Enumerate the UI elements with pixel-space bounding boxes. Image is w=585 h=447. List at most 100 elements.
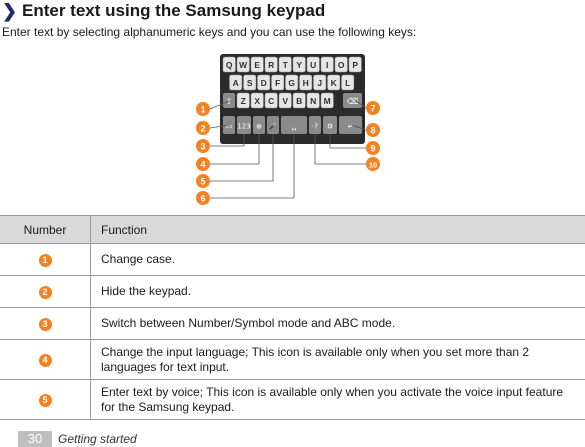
key-label: L <box>345 78 350 88</box>
callout-badge <box>196 139 210 153</box>
symbol-key-label: ·? <box>312 123 318 131</box>
callout-number: 3 <box>200 141 205 151</box>
table-row: 1 Change case. <box>0 243 585 276</box>
function-text: Change the input language; This icon is … <box>90 339 585 380</box>
number-badge: 1 <box>38 254 52 267</box>
function-text: Enter text by voice; This icon is availa… <box>90 379 585 420</box>
backspace-icon: ⌫ <box>347 97 358 106</box>
callout-badge <box>366 101 380 115</box>
callout-badge <box>196 174 210 188</box>
function-text: Change case. <box>90 243 585 276</box>
key <box>236 92 250 109</box>
callout-number: 1 <box>200 104 205 114</box>
key <box>250 56 264 73</box>
key-label: G <box>288 78 295 88</box>
key-label: J <box>317 78 322 88</box>
callout-leader <box>209 100 230 110</box>
callout-badge <box>196 102 210 116</box>
key <box>341 74 355 91</box>
key <box>334 56 348 73</box>
callout-badge <box>366 141 380 155</box>
function-text: Switch between Number/Symbol mode and AB… <box>90 307 585 340</box>
callout-badge <box>196 157 210 171</box>
key <box>278 56 292 73</box>
callout-badge <box>366 123 380 137</box>
key-label: Y <box>296 60 302 70</box>
enter-key <box>339 116 362 134</box>
key <box>271 74 285 91</box>
key-label: B <box>296 96 302 106</box>
key <box>250 92 264 109</box>
voice-key-label: 🎤 <box>269 122 278 131</box>
key <box>285 74 299 91</box>
key <box>264 92 278 109</box>
key <box>278 92 292 109</box>
page-title: Enter text using the Samsung keypad <box>22 1 326 20</box>
page-footer: 30 Getting started <box>0 431 137 447</box>
key-label: Q <box>226 60 233 70</box>
column-header-number: Number <box>0 215 91 244</box>
table-row: 2 Hide the keypad. <box>0 275 585 308</box>
space-key <box>281 116 307 134</box>
table-row: 3 Switch between Number/Symbol mode and … <box>0 307 585 340</box>
section-name: Getting started <box>58 432 137 446</box>
key <box>299 74 313 91</box>
key <box>229 74 243 91</box>
mode-key <box>237 116 251 134</box>
voice-key <box>267 116 279 134</box>
mode-key-label: 123 <box>237 123 250 131</box>
key <box>327 74 341 91</box>
callout-number: 2 <box>200 123 205 133</box>
function-table: Number Function 1 Change case. 2 Hide th… <box>0 215 585 420</box>
key <box>320 56 334 73</box>
number-badge: 2 <box>38 286 52 299</box>
function-text: Hide the keypad. <box>90 275 585 308</box>
key <box>306 92 320 109</box>
hide-keypad-key-label: ▭ <box>226 123 233 131</box>
space-key-label: ␣ <box>292 123 296 131</box>
key-label: O <box>338 60 345 70</box>
callout-number: 10 <box>369 160 377 169</box>
key <box>243 74 257 91</box>
backspace-key <box>343 93 362 108</box>
key-label: M <box>324 96 331 106</box>
intro-text: Enter text by selecting alphanumeric key… <box>2 25 417 39</box>
enter-key-label: ↵ <box>348 123 354 131</box>
table-row: 4 Change the input language; This icon i… <box>0 339 585 380</box>
key-label: H <box>303 78 309 88</box>
column-header-function: Function <box>90 215 585 244</box>
key-label: I <box>326 60 328 70</box>
key-label: W <box>239 60 248 70</box>
key <box>236 56 250 73</box>
key-label: X <box>254 96 260 106</box>
callout-number: 9 <box>370 143 375 153</box>
settings-key <box>323 116 337 134</box>
key-label: C <box>268 96 274 106</box>
key <box>306 56 320 73</box>
number-badge: 4 <box>38 354 52 367</box>
key-label: Z <box>241 96 246 106</box>
key <box>292 56 306 73</box>
callout-number: 7 <box>370 103 375 113</box>
settings-key-label: ⚙ <box>327 123 333 131</box>
key-label: A <box>233 78 239 88</box>
table-row: 5 Enter text by voice; This icon is avai… <box>0 379 585 420</box>
key <box>222 56 236 73</box>
callout-number: 6 <box>200 193 205 203</box>
key <box>292 92 306 109</box>
shift-key <box>223 93 235 108</box>
callout-number: 5 <box>200 176 205 186</box>
callout-leader <box>209 124 230 129</box>
chevron-right-icon: ❯ <box>2 0 18 21</box>
number-badge: 5 <box>38 394 52 407</box>
callout-badge <box>366 157 380 171</box>
symbol-key <box>309 116 321 134</box>
language-key <box>253 116 265 134</box>
key-label: U <box>310 60 316 70</box>
page-number: 30 <box>18 431 52 447</box>
key-label: N <box>310 96 316 106</box>
key-label: D <box>261 78 267 88</box>
key-label: E <box>254 60 260 70</box>
key <box>313 74 327 91</box>
